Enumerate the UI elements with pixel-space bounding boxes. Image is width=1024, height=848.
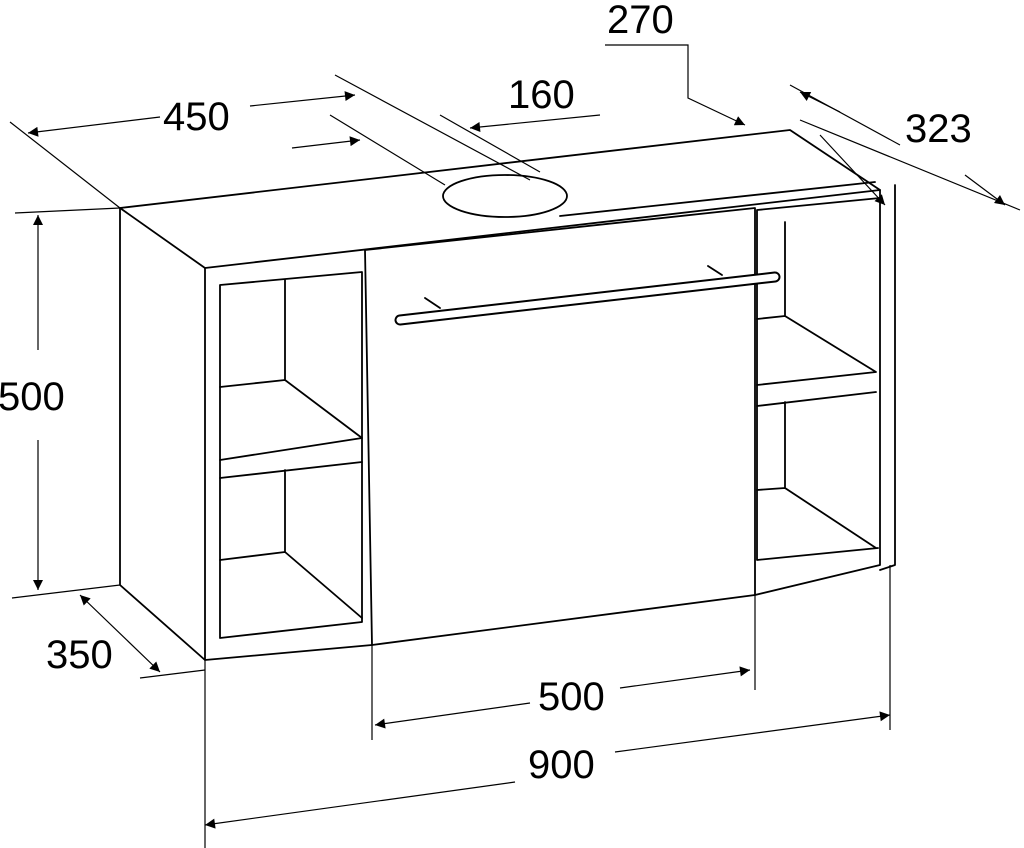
dim-500-height: 500 [0, 375, 65, 419]
dim-500-door: 500 [538, 675, 605, 719]
sink-basin [442, 174, 568, 218]
dim-323: 323 [905, 107, 972, 151]
towel-bar [394, 265, 781, 326]
dim-160: 160 [508, 73, 575, 117]
dim-900: 900 [528, 743, 595, 787]
cabinet-body [119, 129, 896, 661]
dim-270: 270 [607, 0, 674, 42]
door-panel [364, 207, 756, 646]
countertop-edge [559, 181, 876, 217]
dim-450: 450 [163, 95, 230, 139]
dimension-lines [9, 44, 1021, 848]
dim-350: 350 [46, 633, 113, 677]
